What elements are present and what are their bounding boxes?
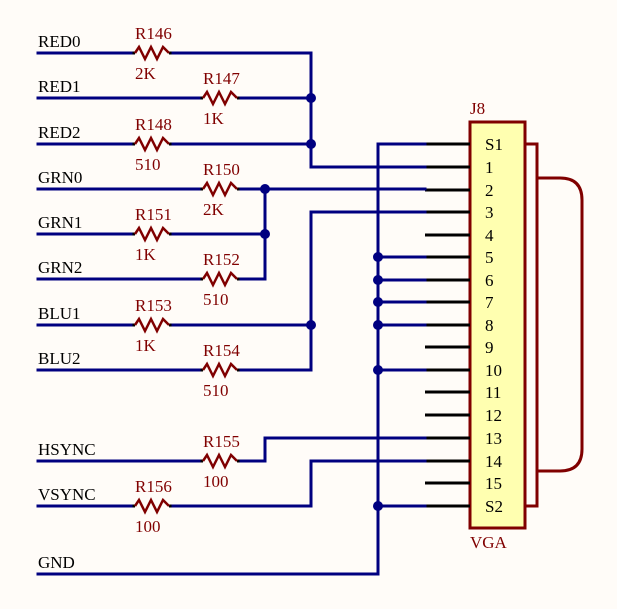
net-label-red2: RED2 (38, 123, 81, 142)
vsync-wire (171, 459, 427, 508)
net-label-red0: RED0 (38, 32, 81, 51)
resistor-ref-r151: R151 (135, 205, 172, 224)
pin-label-15: 15 (485, 474, 502, 493)
pin-label-12: 12 (485, 406, 502, 425)
resistor-value-r148: 510 (135, 155, 161, 174)
pin-label-8: 8 (485, 316, 494, 335)
pin-label-11: 11 (485, 383, 501, 402)
gnd-wire (36, 142, 427, 576)
pin-label-4: 4 (485, 226, 494, 245)
pin-label-5: 5 (485, 248, 494, 267)
connector-ref-label: J8 (470, 99, 485, 118)
net-label-grn0: GRN0 (38, 168, 82, 187)
junction-dot (373, 320, 383, 330)
resistor-r154 (201, 361, 238, 379)
resistor-value-r154: 510 (203, 381, 229, 400)
junction-dot (306, 139, 316, 149)
connector-shell (525, 142, 539, 508)
pin-label-10: 10 (485, 361, 502, 380)
pin-label-6: 6 (485, 271, 494, 290)
pin-label-14: 14 (485, 452, 503, 471)
resistor-value-r150: 2K (203, 200, 225, 219)
pin-label-13: 13 (485, 429, 502, 448)
pin-label-s2: S2 (485, 497, 503, 516)
resistor-value-r147: 1K (203, 109, 225, 128)
junction-dot (373, 297, 383, 307)
resistor-r147 (201, 89, 238, 107)
resistor-r153 (133, 316, 170, 334)
resistor-ref-r154: R154 (203, 341, 240, 360)
resistor-ref-r152: R152 (203, 250, 240, 269)
resistor-r152 (201, 270, 238, 288)
junction-dot (373, 365, 383, 375)
resistor-value-r155: 100 (203, 472, 229, 491)
pin-label-2: 2 (485, 181, 494, 200)
resistor-r151 (133, 225, 170, 243)
net-label-grn1: GRN1 (38, 213, 82, 232)
net-label-vsync: VSYNC (38, 485, 96, 504)
resistor-ref-r148: R148 (135, 115, 172, 134)
net-label-grn2: GRN2 (38, 258, 82, 277)
pin-label-s1: S1 (485, 135, 503, 154)
resistor-r148 (133, 135, 170, 153)
blu-bus-wire (239, 210, 427, 372)
resistor-value-r146: 2K (135, 64, 157, 83)
net-label-hsync: HSYNC (38, 440, 96, 459)
pin-label-3: 3 (485, 203, 494, 222)
net-label-red1: RED1 (38, 77, 81, 96)
pin-label-9: 9 (485, 338, 494, 357)
resistor-ref-r146: R146 (135, 24, 172, 43)
resistor-value-r152: 510 (203, 290, 229, 309)
net-label-gnd: GND (38, 553, 75, 572)
pin-label-7: 7 (485, 293, 494, 312)
resistor-value-r153: 1K (135, 336, 157, 355)
resistor-ref-r153: R153 (135, 296, 172, 315)
resistor-r156 (133, 497, 170, 515)
connector-shell-loop (537, 176, 584, 473)
grn2-wire (239, 187, 267, 281)
resistor-value-r156: 100 (135, 517, 161, 536)
pin-label-1: 1 (485, 158, 494, 177)
net-label-blu2: BLU2 (38, 349, 81, 368)
junction-dot (373, 252, 383, 262)
resistor-ref-r155: R155 (203, 432, 240, 451)
net-label-blu1: BLU1 (38, 304, 81, 323)
resistor-value-r151: 1K (135, 245, 157, 264)
resistor-ref-r150: R150 (203, 160, 240, 179)
connector-value-label: VGA (470, 533, 508, 552)
hsync-wire (239, 436, 427, 463)
resistor-r155 (201, 452, 238, 470)
junction-dot (306, 93, 316, 103)
resistor-ref-r147: R147 (203, 69, 240, 88)
resistor-r150 (201, 180, 238, 198)
resistor-r146 (133, 44, 170, 62)
junction-dot (373, 501, 383, 511)
junction-dot (373, 275, 383, 285)
red-bus-wire (171, 51, 427, 169)
resistor-ref-r156: R156 (135, 477, 172, 496)
